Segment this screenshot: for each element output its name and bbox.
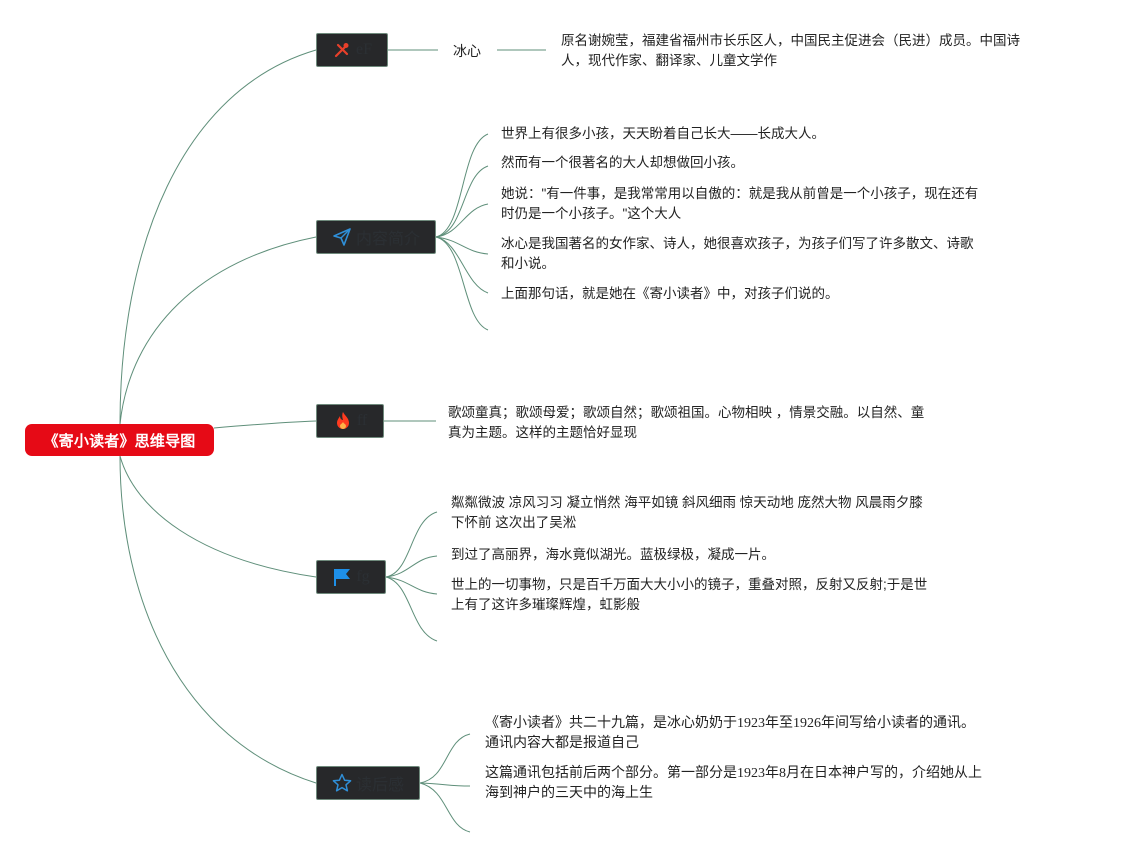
text-line: 粼粼微波 凉风习习 凝立悄然 海平如镜 斜风细雨 惊天动地 庞然大物 风晨雨夕膝 [451,495,923,510]
leaf-fg-3: 世上的一切事物，只是百千万面大大小小的镜子，重叠对照，反射又反射;于是世 上有了… [451,575,927,615]
leaf-reflection-2: 这篇通讯包括前后两个部分。第一部分是1923年8月在日本神户写的，介绍她从上 海… [485,764,982,804]
text-line: 真为主题。这样的主题恰好显现 [448,425,637,440]
edge-b2-i2 [435,165,489,238]
leaf-summary-3: 她说："有一件事，是我常常用以自傲的：就是我从前曾是一个小孩子，现在还有 时仍是… [501,184,978,224]
leaf-summary-4: 冰心是我国著名的女作家、诗人，她很喜欢孩子，为孩子们写了许多散文、诗歌 和小说。 [501,234,974,274]
edge-b4-i2 [385,555,438,578]
leaf-fg-1: 粼粼微波 凉风习习 凝立悄然 海平如镜 斜风细雨 惊天动地 庞然大物 风晨雨夕膝… [451,493,923,533]
leaf-ff-1: 歌颂童真；歌颂母爱；歌颂自然；歌颂祖国。心物相映 ，情景交融。以自然、童 真为主… [448,403,924,443]
text-line: 这篇通讯包括前后两个部分。第一部分是1923年8月在日本神户写的，介绍她从上 [485,766,982,781]
branch-node-reflection[interactable]: 读后感 [316,766,420,800]
edge-b4-i3 [385,576,438,595]
branch-node-fg[interactable]: fg [316,560,386,594]
edge-b2-i6 [435,236,489,331]
edge-root-b3 [213,420,317,429]
tools-icon [334,43,349,58]
text-line: 下怀前 这次出了吴淞 [451,515,577,530]
fire-icon [336,412,349,429]
paper-plane-icon [333,228,351,246]
leaf-summary-2: 然而有一个很著名的大人却想做回小孩。 [501,153,744,173]
branch-label: 内容简介 [355,231,420,248]
edge-b5-i3 [419,782,471,833]
text-line: 冰心是我国著名的女作家、诗人，她很喜欢孩子，为孩子们写了许多散文、诗歌 [501,236,974,251]
edge-b2-i1 [435,133,489,238]
sub-node-label: 冰心 [453,43,481,59]
star-icon [332,773,352,792]
text-line: 歌颂童真；歌颂母爱；歌颂自然；歌颂祖国。心物相映 ，情景交融。以自然、童 [448,405,925,420]
branch-node-summary[interactable]: 内容简介 [316,220,436,254]
branch-label: fg [356,568,370,585]
leaf-summary-1: 世界上有很多小孩，天天盼着自己长大——长成大人。 [501,124,825,144]
branch-label: ff [356,412,368,429]
edge-b2-i3 [435,203,489,238]
edge-root-b5 [119,455,317,784]
edge-root-b4 [119,455,317,578]
detail-bingxin: 原名谢婉莹，福建省福州市长乐区人，中国民主促进会（民进）成员。中国诗 人，现代作… [561,31,1020,71]
text-line: 《寄小读者》共二十九篇，是冰心奶奶于1923年至1926年间写给小读者的通讯。 [485,716,975,731]
text-line: 人，现代作家、翻译家、儿童文学作 [561,53,777,68]
sub-node-bingxin[interactable]: 冰心 [453,41,481,61]
branch-node-ff[interactable]: ff [316,404,384,438]
text-line: 上有了这许多璀璨辉煌，虹影般 [451,597,640,612]
edge-b2-i4 [435,236,489,255]
leaf-summary-5: 上面那句话，就是她在《寄小读者》中，对孩子们说的。 [501,284,839,304]
edge-b4-i1 [385,511,438,578]
text-line: 和小说。 [501,256,555,271]
text-line: 通讯内容大都是报道自己 [485,736,639,751]
text-line: 然而有一个很著名的大人却想做回小孩。 [501,155,744,170]
edge-b4-i4 [385,576,438,642]
text-line: 时仍是一个小孩子。"这个大人 [501,206,682,221]
text-line: 她说："有一件事，是我常常用以自傲的：就是我从前曾是一个小孩子，现在还有 [501,186,979,201]
branch-label: 读后感 [355,777,404,794]
root-node[interactable]: 《寄小读者》思维导图 [25,424,214,456]
root-label: 《寄小读者》思维导图 [43,433,196,450]
text-line: 世上的一切事物，只是百千万面大大小小的镜子，重叠对照，反射又反射;于是世 [451,577,928,592]
edge-b2-i5 [435,236,489,294]
edge-root-b2 [119,236,317,425]
edge-root-b1 [119,49,317,425]
text-line: 上面那句话，就是她在《寄小读者》中，对孩子们说的。 [501,286,839,301]
edge-b5-i2 [419,782,471,787]
flag-icon [334,569,351,586]
text-line: 原名谢婉莹，福建省福州市长乐区人，中国民主促进会（民进）成员。中国诗 [561,33,1020,48]
branch-node-ef[interactable]: eF [316,33,388,67]
leaf-reflection-1: 《寄小读者》共二十九篇，是冰心奶奶于1923年至1926年间写给小读者的通讯。 … [485,714,975,754]
leaf-fg-2: 到过了高丽界，海水竟似湖光。蓝极绿极，凝成一片。 [451,545,775,565]
text-line: 到过了高丽界，海水竟似湖光。蓝极绿极，凝成一片。 [451,547,775,562]
branch-label: eF [356,41,372,58]
text-line: 海到神户的三天中的海上生 [485,786,653,801]
edge-b5-i1 [419,733,471,784]
text-line: 世界上有很多小孩，天天盼着自己长大——长成大人。 [501,126,825,141]
